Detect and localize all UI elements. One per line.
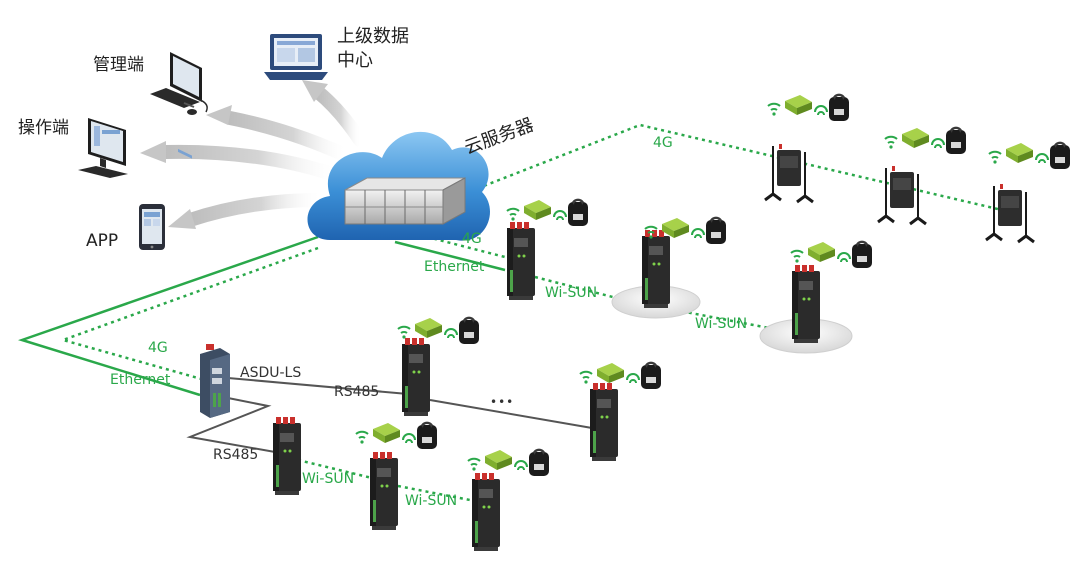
- operation-label: 操作端: [18, 118, 69, 138]
- wireless-sensor-group: [467, 447, 550, 477]
- 4g-router-icon: [876, 164, 928, 226]
- wireless-sensor-group: [506, 197, 589, 227]
- network-links: [17, 123, 1003, 502]
- cloud-to-clients-arrows: [140, 80, 367, 229]
- cloud-server-icon: [307, 131, 490, 241]
- management-label: 管理端: [93, 55, 144, 75]
- wireless-sensor-group: [397, 315, 480, 345]
- din-rail-meter-icon: [370, 452, 398, 530]
- link-label-4g: 4G: [653, 135, 673, 151]
- more-devices-ellipsis: •••: [490, 395, 515, 409]
- din-rail-meter-icon: [402, 338, 430, 416]
- din-rail-meter-icon: [472, 473, 500, 551]
- link-label-rs485: RS485: [334, 384, 380, 400]
- link-label-wisun: Wi-SUN: [545, 285, 598, 301]
- 4g-router-icon: [763, 142, 815, 204]
- laptop-icon: [264, 34, 328, 80]
- link-label-ethernet: Ethernet: [110, 372, 171, 388]
- link-label-4g: 4G: [462, 231, 482, 247]
- desktop-icon: [150, 52, 208, 159]
- din-rail-meter-icon: [507, 222, 535, 300]
- link-label-wisun: Wi-SUN: [405, 493, 458, 509]
- upper-data-center-label-line2: 中心: [337, 50, 373, 71]
- din-rail-meter-icon: [590, 383, 618, 461]
- wireless-sensor-group: [988, 140, 1071, 170]
- link-label-wisun: Wi-SUN: [302, 471, 355, 487]
- din-rail-meter-icon: [642, 230, 670, 308]
- wireless-sensor-group: [355, 420, 438, 450]
- link-label-rs485: RS485: [213, 447, 259, 463]
- link-label-asdu: ASDU-LS: [240, 365, 302, 381]
- wireless-sensor-group: [767, 92, 850, 122]
- link-label-ethernet: Ethernet: [424, 259, 485, 275]
- din-rail-meter-icon: [792, 265, 820, 343]
- 4g-router-icon: [984, 182, 1036, 244]
- wireless-sensor-group: [790, 239, 873, 269]
- tablet-icon: [139, 204, 165, 250]
- app-label: APP: [86, 231, 119, 251]
- gateway-icon: [200, 344, 230, 418]
- din-rail-meter-icon: [273, 417, 301, 495]
- upper-data-center-label: 上级数据: [337, 26, 409, 47]
- link-label-4g: 4G: [148, 340, 168, 356]
- wireless-sensor-group: [884, 125, 967, 155]
- wireless-sensor-group: [579, 360, 662, 390]
- rs485-links: [186, 377, 593, 453]
- link-label-wisun: Wi-SUN: [695, 316, 748, 332]
- desktop-icon: [78, 118, 128, 178]
